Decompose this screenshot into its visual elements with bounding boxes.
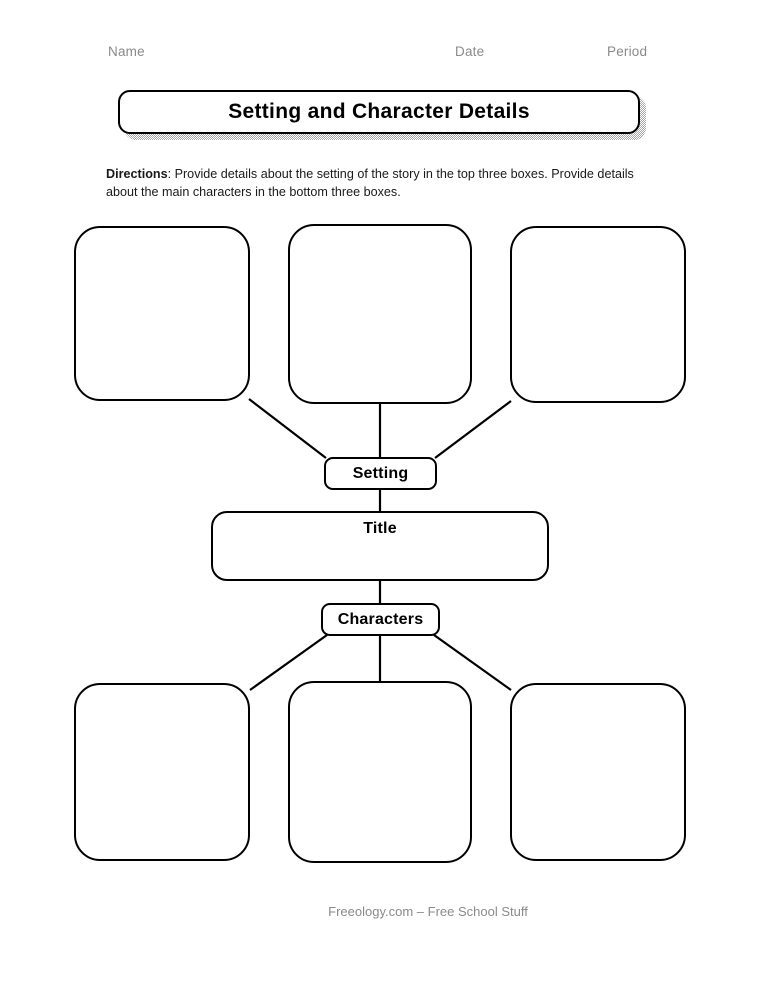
- setting-detail-box-2[interactable]: [288, 224, 472, 404]
- character-detail-box-1[interactable]: [74, 683, 250, 861]
- footer-credit: Freeology.com – Free School Stuff: [328, 904, 528, 919]
- period-field-label: Period: [607, 44, 648, 59]
- characters-label-node[interactable]: Characters: [321, 603, 440, 636]
- worksheet-title-banner: Setting and Character Details: [118, 90, 646, 140]
- title-entry-box[interactable]: Title: [211, 511, 549, 581]
- page-title: Setting and Character Details: [228, 100, 530, 123]
- date-field-label: Date: [455, 44, 485, 59]
- connector-setting-left: [248, 398, 327, 459]
- setting-label-text: Setting: [352, 464, 409, 482]
- connector-setting-right: [434, 400, 512, 459]
- title-label-text: Title: [363, 520, 397, 537]
- characters-label-text: Characters: [337, 610, 424, 628]
- setting-detail-box-1[interactable]: [74, 226, 250, 401]
- title-banner-box: Setting and Character Details: [118, 90, 640, 134]
- setting-detail-box-3[interactable]: [510, 226, 686, 403]
- character-detail-box-2[interactable]: [288, 681, 472, 863]
- footer: Freeology.com – Free School Stuff: [0, 904, 768, 919]
- connector-characters-right: [433, 634, 512, 691]
- setting-label-node[interactable]: Setting: [324, 457, 437, 490]
- directions-body: : Provide details about the setting of t…: [106, 167, 634, 199]
- worksheet-header: Name Date Period: [0, 44, 768, 64]
- directions-lead-label: Directions: [106, 167, 168, 181]
- name-field-label: Name: [108, 44, 145, 59]
- directions-text: Directions: Provide details about the se…: [106, 166, 654, 202]
- connector-characters-left: [249, 634, 328, 691]
- character-detail-box-3[interactable]: [510, 683, 686, 861]
